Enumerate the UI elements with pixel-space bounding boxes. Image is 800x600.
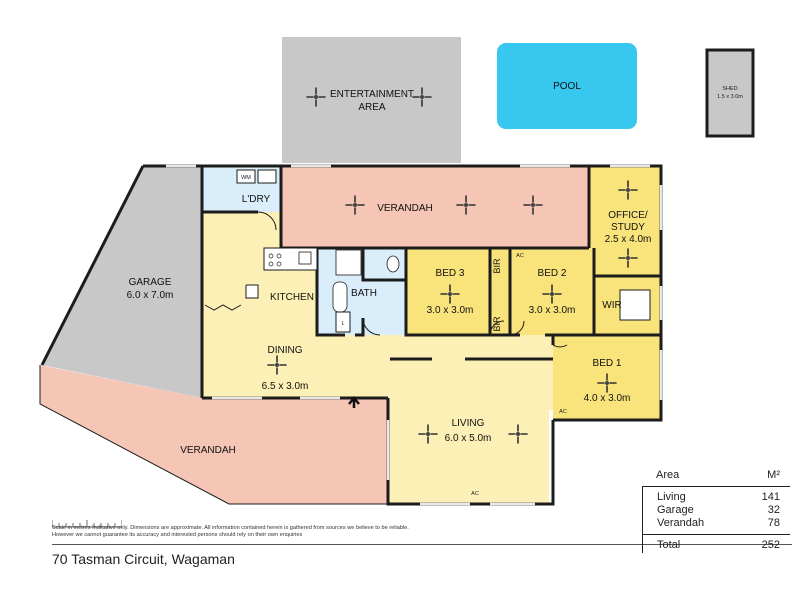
bed3-label: BED 3 [436,268,465,279]
wm-box [236,169,256,184]
living-size: 6.0 x 5.0m [445,433,492,444]
windows [166,164,663,506]
bed1-size: 4.0 x 3.0m [584,393,631,404]
wm-label: WM [241,175,251,181]
entry-arrow-icon [348,396,360,408]
area-total-value: 252 [761,539,780,551]
area-row-value: 32 [767,504,780,516]
pool-label: POOL [553,81,581,92]
ceiling-fan-icon [597,373,617,393]
ceiling-fan-icon [418,424,438,444]
ceiling-fan-icon [618,180,638,200]
ceiling-fan-icon [523,195,543,215]
ac-label: AC [559,409,567,415]
ceiling-fan-icon [456,195,476,215]
wir-label: WIR [602,300,621,311]
area-header-unit: M² [767,469,780,481]
bir-label: BIR [492,316,502,332]
office-label: OFFICE/STUDY [608,210,648,233]
verandah-bottom [40,365,388,504]
dining-label: DINING [268,345,303,356]
area-table: Area M² Living 141 Garage 32 Verandah 78… [640,467,790,553]
ceiling-fan-icon [542,284,562,304]
linen-label: L [341,321,344,327]
ceiling-fan-icon [267,355,287,375]
ceiling-fan-icon [508,424,528,444]
laundry-label: L'DRY [242,194,271,205]
pool [497,43,637,129]
verandah-bottom-label: VERANDAH [180,445,236,456]
verandah-outline [39,365,388,505]
office-size: 2.5 x 4.0m [605,234,652,245]
laundry-tub [257,169,277,184]
garage [42,166,202,398]
verandah-top-label: VERANDAH [377,203,433,214]
bottom-rule [52,544,792,545]
ceiling-fan-icon [440,284,460,304]
bed2-size: 3.0 x 3.0m [529,305,576,316]
disclaimer-text: Scale in metres Indicative only. Dimensi… [52,525,409,538]
verandah-top [281,166,589,248]
doors [257,211,568,348]
garage-size: 6.0 x 7.0m [127,290,174,301]
ac-label: AC [516,253,524,259]
property-address: 70 Tasman Circuit, Wagaman [52,551,235,567]
linen-box [335,311,351,333]
bed3 [406,248,490,335]
area-total-row: Total 252 [642,534,790,553]
bed1-label: BED 1 [593,358,622,369]
area-row-label: Verandah [657,517,705,529]
ceiling-fan-icon [345,195,365,215]
shower [335,249,362,276]
area-row-value: 141 [761,491,780,503]
toilet [386,255,400,273]
office [589,166,661,276]
area-table-header: Area M² [640,467,790,486]
area-row: Garage 32 [643,504,790,517]
area-row-value: 78 [767,517,780,529]
bed2-label: BED 2 [538,268,567,279]
dining-size: 6.5 x 3.0m [262,381,309,392]
ceiling-fan-icons [267,87,638,444]
shed [705,48,755,138]
area-row: Verandah 78 [643,517,790,530]
bir-label: BIR [492,258,502,274]
bed3-size: 3.0 x 3.0m [427,305,474,316]
bathtub [332,281,348,313]
area-row-label: Garage [657,504,694,516]
garage-label: GARAGE [129,277,172,288]
kitchen-label: KITCHEN [270,292,314,303]
wir-shelf [619,289,651,321]
area-row-label: Living [657,491,686,503]
bir-left [490,248,510,335]
shed-label: SHED [722,86,737,92]
area-table-body: Living 141 Garage 32 Verandah 78 [642,486,790,534]
ac-label: AC [471,491,479,497]
living-zone [202,212,553,504]
entertainment-area [282,37,461,163]
bath-label: BATH [351,288,377,299]
ceiling-fan-icon [412,87,432,107]
ceiling-fan-icon [618,248,638,268]
kitchen-bench [204,247,318,311]
shed-size: 1.5 x 3.0m [717,94,743,100]
ceiling-fan-icon [306,87,326,107]
area-header-label: Area [656,469,680,481]
area-total-label: Total [657,539,681,551]
area-row: Living 141 [643,491,790,504]
living-label: LIVING [452,418,485,429]
